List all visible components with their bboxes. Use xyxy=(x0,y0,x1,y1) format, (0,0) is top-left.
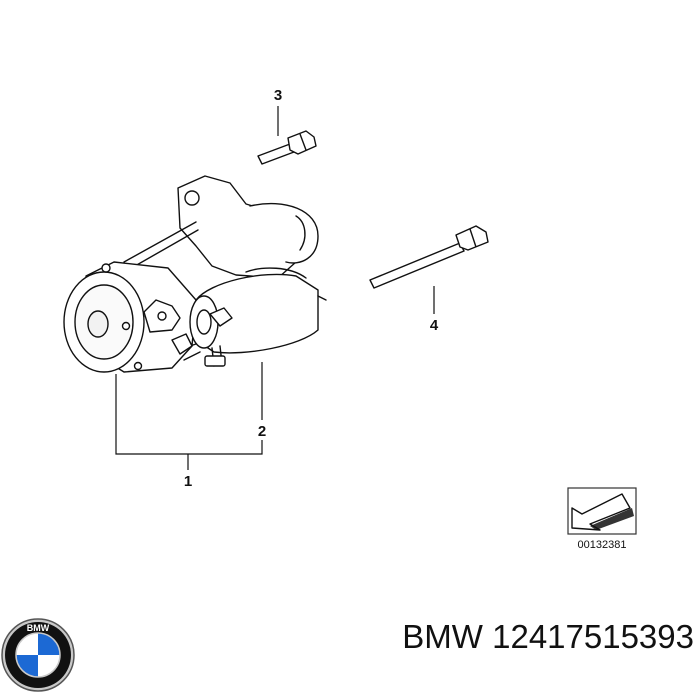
short-bolt xyxy=(257,130,317,165)
callout-4: 4 xyxy=(430,317,439,334)
terminal-stud xyxy=(171,333,193,355)
reference-symbol: 00132381 xyxy=(567,487,637,551)
reference-code: 00132381 xyxy=(578,539,627,551)
part-number-caption: BMW 12417515393 xyxy=(402,618,694,655)
starter-motor-assembly xyxy=(63,175,327,373)
callout-3: 3 xyxy=(274,87,282,104)
bmw-logo: BMW xyxy=(1,618,75,692)
flange-bolt-hole xyxy=(184,190,200,206)
callout-1: 1 xyxy=(184,473,192,490)
solenoid xyxy=(195,273,319,354)
svg-text:BMW: BMW xyxy=(27,623,50,633)
callout-bracket-1 xyxy=(115,374,263,455)
callout-2: 2 xyxy=(258,423,266,440)
long-bolt xyxy=(369,225,489,289)
